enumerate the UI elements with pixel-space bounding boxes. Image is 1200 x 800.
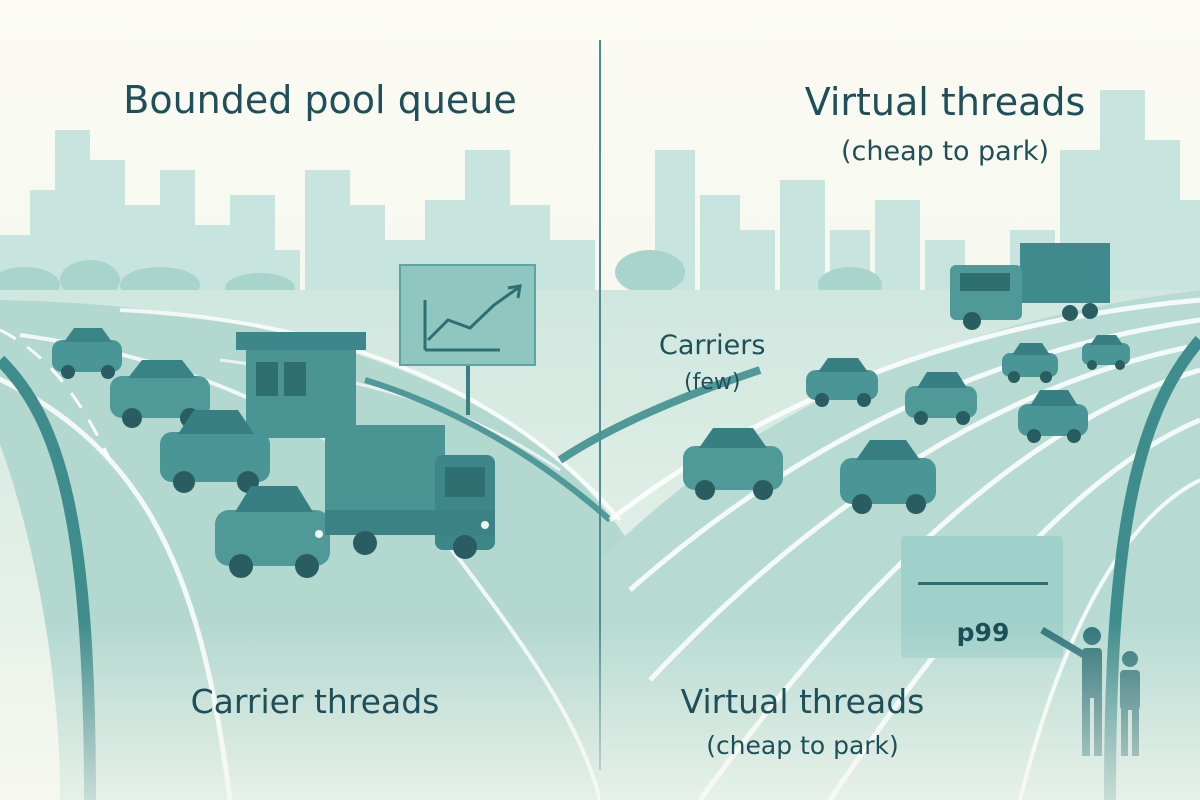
carriers-label: Carriers: [659, 330, 766, 361]
right-bottom-sub-label: (cheap to park): [706, 731, 899, 760]
left-title: Bounded pool queue: [123, 78, 517, 122]
car: [215, 486, 330, 578]
skyline-right: [655, 90, 1200, 300]
right-title: Virtual threads: [804, 80, 1086, 124]
car: [1082, 335, 1130, 370]
car: [1018, 390, 1088, 443]
toll-booth-icon: [236, 332, 366, 438]
car: [806, 358, 878, 407]
car: [110, 360, 210, 428]
p99-text: p99: [956, 618, 1010, 647]
left-bottom-label: Carrier threads: [190, 682, 440, 721]
trending-up-chart-icon: [399, 264, 536, 415]
truck: [950, 243, 1110, 330]
car: [905, 372, 977, 425]
right-bottom-label: Virtual threads: [680, 682, 925, 721]
car: [683, 428, 783, 500]
right-subtitle: (cheap to park): [840, 136, 1049, 167]
car: [1002, 343, 1058, 383]
truck: [325, 425, 495, 559]
car: [840, 440, 936, 514]
carriers-sub-label: (few): [684, 370, 741, 395]
car: [160, 410, 270, 493]
car: [52, 328, 122, 379]
